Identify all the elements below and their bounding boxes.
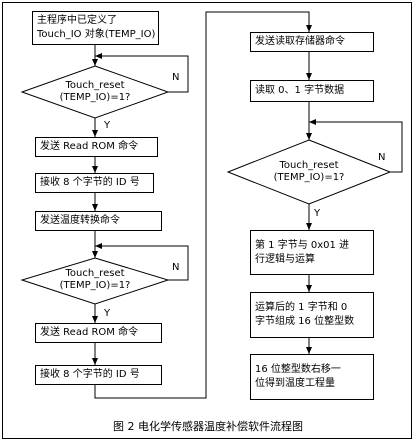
label-n-3: N [378,152,386,163]
figure-caption: 图 2 电化学传感器温度补偿软件流程图 [113,420,303,433]
decision-2-text: Touch_reset (TEMP_IO)=1? [59,268,131,291]
receive-id-box-1: 接收 8 个字节的 ID 号 [35,173,154,193]
combine-int-box: 运算后的 1 字节和 0 字节组成 16 位整型数 [250,292,374,338]
read-rom-box-2: 发送 Read ROM 命令 [35,323,162,343]
loop-n-3 [309,119,403,173]
label-n-2: N [172,262,180,273]
figure-frame [2,2,412,439]
shift-result-box: 16 位整型数右移一 位得到温度工程量 [250,354,374,400]
label-y-2: Y [104,308,111,319]
loop-n-1 [95,53,189,93]
arrow-column-connector [94,11,312,399]
loop-n-2 [95,243,189,281]
temp-convert-box: 发送温度转换命令 [35,211,162,231]
start-box: 主程序中已定义了 Touch_IO 对象(TEMP_IO) [32,11,159,45]
label-y-1: Y [104,120,111,131]
decision-3-text: Touch_reset (TEMP_IO)=1? [273,160,345,183]
label-n-1: N [172,72,180,83]
receive-id-box-2: 接收 8 个字节的 ID 号 [35,365,162,385]
read-bytes-box: 读取 0、1 字节数据 [250,80,374,102]
read-rom-box-1: 发送 Read ROM 命令 [35,137,158,157]
logic-and-box: 第 1 字节与 0x01 进 行逻辑与运算 [250,230,374,275]
decision-1-text: Touch_reset (TEMP_IO)=1? [59,80,131,103]
read-scratchpad-box: 发送读取存储器命令 [250,32,374,52]
label-y-3: Y [314,208,321,219]
